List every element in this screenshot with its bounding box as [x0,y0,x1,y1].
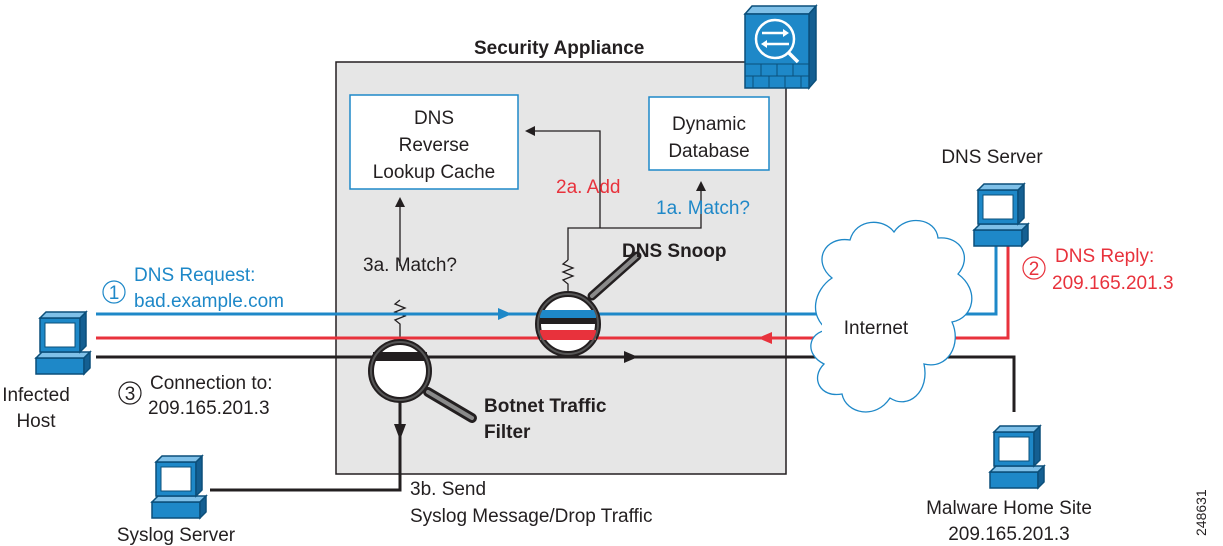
step-3-badge [118,381,142,405]
appliance-device-icon [743,4,818,90]
botnet-filter-label-line1: Botnet Traffic [484,396,607,417]
dns-reverse-lookup-cache-box: DNS Reverse Lookup Cache [349,94,519,190]
dns-snoop-label: DNS Snoop [622,241,727,262]
request-arrowhead [498,308,512,320]
label-1a-match: 1a. Match? [656,198,750,219]
step-1-badge [102,280,126,304]
step-2-group: 2 DNS Reply: 209.165.201.3 [1022,246,1174,294]
syslog-arrowhead [394,424,406,440]
botnet-filter-magnifier-icon [368,339,477,423]
botnet-filter-label-line2: Filter [484,422,531,443]
connection-arrowhead [624,351,638,363]
step-1-group: 1 DNS Request: bad.example.com [102,265,284,312]
syslog-server-label: Syslog Server [117,525,236,546]
dns-server-computer-icon [973,183,1029,247]
figure-id: 248631 [1193,489,1209,536]
snoop-connectors [525,126,706,314]
step-2-number: 2 [1029,259,1040,280]
dns-cache-line3: Lookup Cache [373,162,496,183]
step-2-line2: 209.165.201.3 [1052,273,1174,294]
infected-host-computer-icon [35,311,91,375]
security-appliance-title: Security Appliance [474,38,644,59]
step-3-group: 3 Connection to: 209.165.201.3 [118,373,273,419]
step-1-number: 1 [109,283,120,304]
label-2a-add: 2a. Add [556,177,620,198]
step-2-badge [1022,256,1046,280]
dns-cache-line1: DNS [414,108,454,129]
dns-request-line [96,234,998,316]
label-3b-line2: Syslog Message/Drop Traffic [410,506,653,527]
dns-snoop-magnifier-icon [535,251,642,357]
infected-host-label-line1: Infected [2,385,70,406]
infected-host-label-line2: Host [16,411,56,432]
reply-arrowhead [758,332,772,344]
step-3-number: 3 [125,384,136,405]
syslog-server-computer-icon [151,455,207,519]
dynamic-db-line2: Database [668,141,749,162]
internet-label: Internet [844,318,909,339]
step-1-line2: bad.example.com [134,291,284,312]
dynamic-db-line1: Dynamic [672,114,746,135]
step-3-line1: Connection to: [150,373,273,394]
step-2-line1: DNS Reply: [1055,246,1154,267]
malware-site-label-line1: Malware Home Site [926,498,1092,519]
internet-cloud: Internet [810,219,973,413]
dns-reply-line [96,234,1010,340]
label-3b-line1: 3b. Send [410,479,486,500]
malware-site-computer-icon [989,425,1045,489]
dns-cache-line2: Reverse [399,135,470,156]
step-3-line2: 209.165.201.3 [148,398,270,419]
dynamic-database-box: Dynamic Database [648,96,770,171]
label-3a-match: 3a. Match? [363,255,457,276]
dns-server-label: DNS Server [941,147,1043,168]
malware-site-label-line2: 209.165.201.3 [948,524,1070,545]
step-1-line1: DNS Request: [134,265,255,286]
